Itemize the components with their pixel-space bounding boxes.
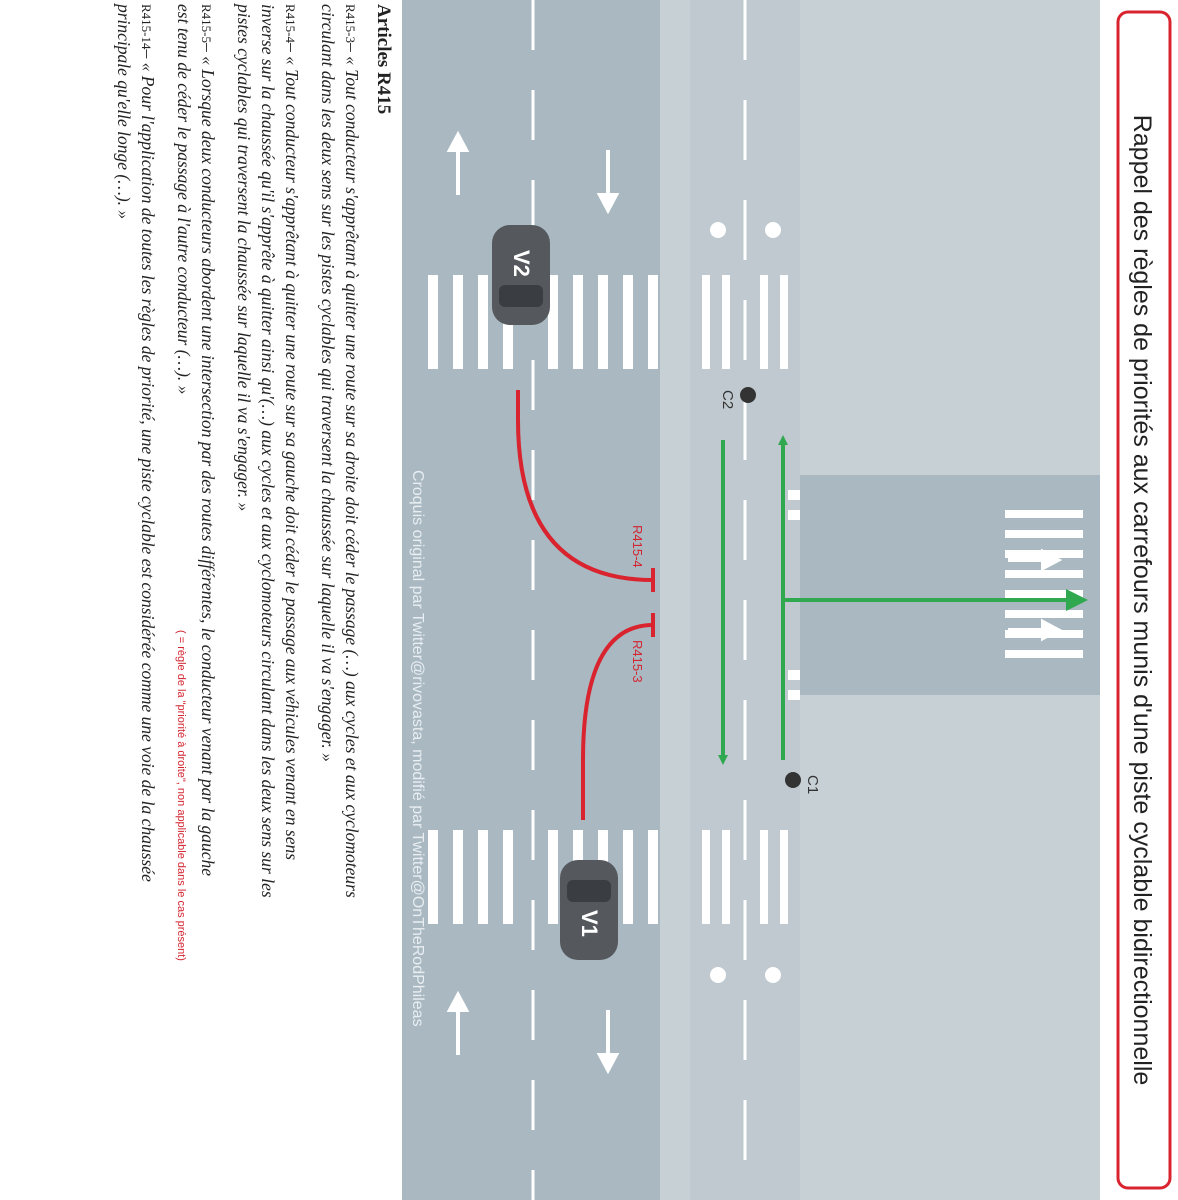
v2-path — [516, 390, 654, 582]
article-r3-text-1: – « Tout conducteur s'apprêtant à quitte… — [342, 42, 362, 898]
article-r4-line-2: inverse sur la chaussée qu'il s'apprête … — [258, 4, 278, 898]
vehicle-paths — [516, 390, 655, 820]
article-r14-line-2: principale qu'elle longe (…). » — [114, 2, 134, 219]
separator-island — [660, 0, 690, 1200]
article-r3-ref: R415-3 — [343, 4, 358, 43]
cyclist-paths — [718, 435, 1088, 765]
cyclist-c2-label: C2 — [719, 390, 736, 409]
rule-label-r4: R415-4 — [630, 525, 645, 568]
article-r5-line-1: R415-5– « Lorsque deux conducteurs abord… — [198, 4, 218, 876]
cyclist-c1: C1 — [785, 772, 821, 794]
article-r5-line-2: est tenu de céder le passage à l'autre c… — [174, 4, 194, 394]
cyclist-c2: C2 — [719, 387, 756, 409]
title: Rappel des règles de priorités aux carre… — [1128, 115, 1156, 1086]
bike-lane-crosswalks — [702, 275, 788, 924]
side-road — [800, 475, 1100, 695]
right-crosswalk — [428, 830, 658, 924]
article-r3-line-1: R415-3– « Tout conducteur s'apprêtant à … — [342, 4, 362, 898]
article-r5-ref: R415-5 — [199, 4, 214, 43]
article-r4-ref: R415-4 — [283, 4, 298, 44]
articles-heading: Articles R415 — [373, 4, 394, 114]
article-r14-text-1: – « Pour l'application de toutes les règ… — [138, 49, 158, 883]
rule-label-r3: R415-3 — [630, 640, 645, 683]
v1-path — [581, 623, 654, 820]
vehicle-v2-label: V2 — [509, 250, 534, 277]
map: R415-4 R415-3 V2 V1 C2 C1 Croquis origin… — [402, 0, 1100, 1200]
vehicle-v2: V2 — [492, 225, 550, 325]
bike-lane-icons — [710, 222, 781, 983]
credit: Croquis original par Twitter@rivovasta, … — [409, 470, 426, 1027]
vehicle-v1-label: V1 — [577, 910, 602, 937]
main-road-arrows — [446, 130, 620, 1075]
articles: Articles R415 R415-3– « Tout conducteur … — [114, 2, 394, 961]
article-r4-text-1: – « Tout conducteur s'apprêtant à quitte… — [282, 42, 302, 860]
main-road — [402, 0, 660, 1200]
bike-crossing-markings — [788, 490, 800, 700]
title-box — [1116, 10, 1172, 1190]
side-road-arrows — [1008, 548, 1063, 642]
article-r4-line-3: pistes cyclables qui traversent la chaus… — [234, 2, 254, 511]
cyclist-c1-label: C1 — [804, 775, 821, 794]
article-r3-line-2: circulant dans les deux sens sur les pis… — [318, 4, 338, 762]
article-r14-ref: R415-14 — [139, 4, 154, 50]
vehicle-v1: V1 — [560, 860, 618, 960]
article-r5-text-1: – « Lorsque deux conducteurs abordent un… — [198, 42, 218, 876]
article-r5-note: ( = règle de la "priorité à droite", non… — [175, 630, 187, 961]
article-r4-line-1: R415-4– « Tout conducteur s'apprêtant à … — [282, 4, 302, 860]
article-r14-line-1: R415-14– « Pour l'application de toutes … — [138, 4, 158, 882]
